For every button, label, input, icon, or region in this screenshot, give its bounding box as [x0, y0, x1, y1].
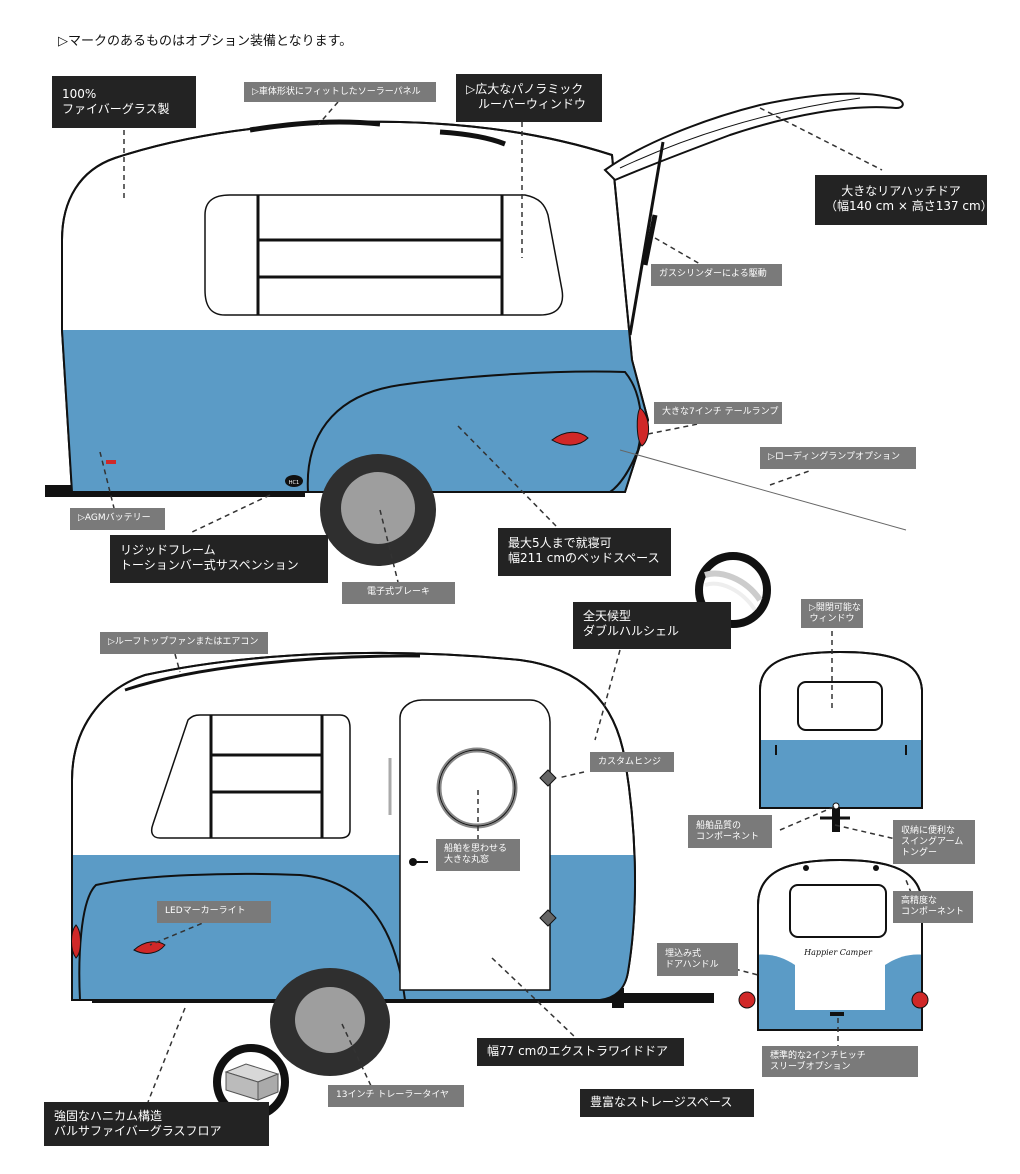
label-storage: 豊富なストレージスペース — [580, 1089, 754, 1117]
label-tail-lamp: 大きな7インチ テールランプ — [654, 402, 782, 424]
bottom-hinge-bottom — [539, 909, 557, 927]
label-hitch: 標準的な2インチヒッチ スリーブオプション — [762, 1046, 918, 1077]
front-view-tongue — [832, 808, 840, 832]
bottom-led-marker — [133, 941, 166, 954]
label-panoramic-window: ▷広大なパノラミック ルーバーウィンドウ — [456, 74, 602, 122]
rear-view-logo: Happier Camper — [803, 948, 873, 957]
top-hub — [341, 472, 415, 544]
top-rear-hatch — [603, 92, 904, 182]
bottom-door-handle — [409, 858, 417, 866]
label-swing-tongue: 収納に便利な スイングアーム トングー — [893, 820, 975, 864]
label-double-hull: 全天候型 ダブルハルシェル — [573, 602, 731, 649]
label-door-handle: 埋込み式 ドアハンドル — [657, 943, 738, 976]
bottom-window — [150, 714, 351, 839]
bottom-hinge-top — [539, 769, 557, 787]
top-hc1-badge-text: HC1 — [289, 480, 299, 486]
top-hc1-badge — [285, 475, 303, 487]
label-loading-lamp: ▷ローディングランプオプション — [760, 447, 916, 469]
top-gas-strut — [628, 141, 665, 336]
rear-view-lamp-left — [738, 991, 756, 1009]
rear-view-window — [789, 884, 887, 938]
bottom-camper — [71, 651, 714, 1076]
label-roof-fan: ▷ルーフトップファンまたはエアコン — [100, 632, 268, 654]
front-view-camper — [759, 650, 923, 832]
label-porthole: 船舶を思わせる 大きな丸窓 — [436, 839, 520, 871]
honeycomb-detail-circle — [213, 1044, 289, 1120]
label-led-marker: LEDマーカーライト — [157, 901, 271, 923]
label-gas-cylinder: ガスシリンダーによる駆動 — [651, 264, 782, 286]
label-honeycomb-floor: 強固なハニカム構造 バルサファイバーグラスフロア — [44, 1102, 269, 1146]
top-window — [204, 194, 564, 316]
top-tail-lamp — [636, 407, 649, 447]
label-electric-brake: 電子式ブレーキ — [342, 582, 455, 604]
top-solar-panel — [249, 119, 381, 133]
bottom-tail-lamp — [71, 924, 81, 959]
bottom-hub — [295, 987, 365, 1053]
label-trailer-tire: 13インチ トレーラータイヤ — [328, 1085, 464, 1107]
label-solar-panel: ▷車体形状にフィットしたソーラーパネル — [244, 82, 436, 102]
label-custom-hinge: カスタムヒンジ — [590, 752, 674, 772]
label-fiberglass: 100% ファイバーグラス製 — [52, 76, 196, 128]
label-precision-components: 高精度な コンポーネント — [893, 891, 973, 923]
label-opening-window: ▷開閉可能な ウィンドウ — [801, 599, 863, 628]
label-beds: 最大5人まで就寝可 幅211 cmのベッドスペース — [498, 528, 671, 576]
top-marker-light — [551, 431, 589, 446]
top-camper: HC1 — [45, 92, 907, 566]
label-rigid-frame: リジッドフレーム トーションバー式サスペンション — [110, 535, 328, 583]
label-wide-door: 幅77 cmのエクストラワイドドア — [477, 1038, 684, 1066]
header-note: ▷マークのあるものはオプション装備となります。 — [58, 34, 353, 49]
rear-view-lamp-right — [911, 991, 929, 1009]
label-rear-hatch: 大きなリアハッチドア （幅140 cm × 高さ137 cm） — [815, 175, 993, 225]
label-marine-components: 船舶品質の コンポーネント — [688, 815, 772, 848]
rear-view-camper: Happier Camper — [738, 858, 929, 1031]
front-view-window — [797, 681, 883, 731]
label-agm-battery: ▷AGMバッテリー — [70, 508, 165, 530]
